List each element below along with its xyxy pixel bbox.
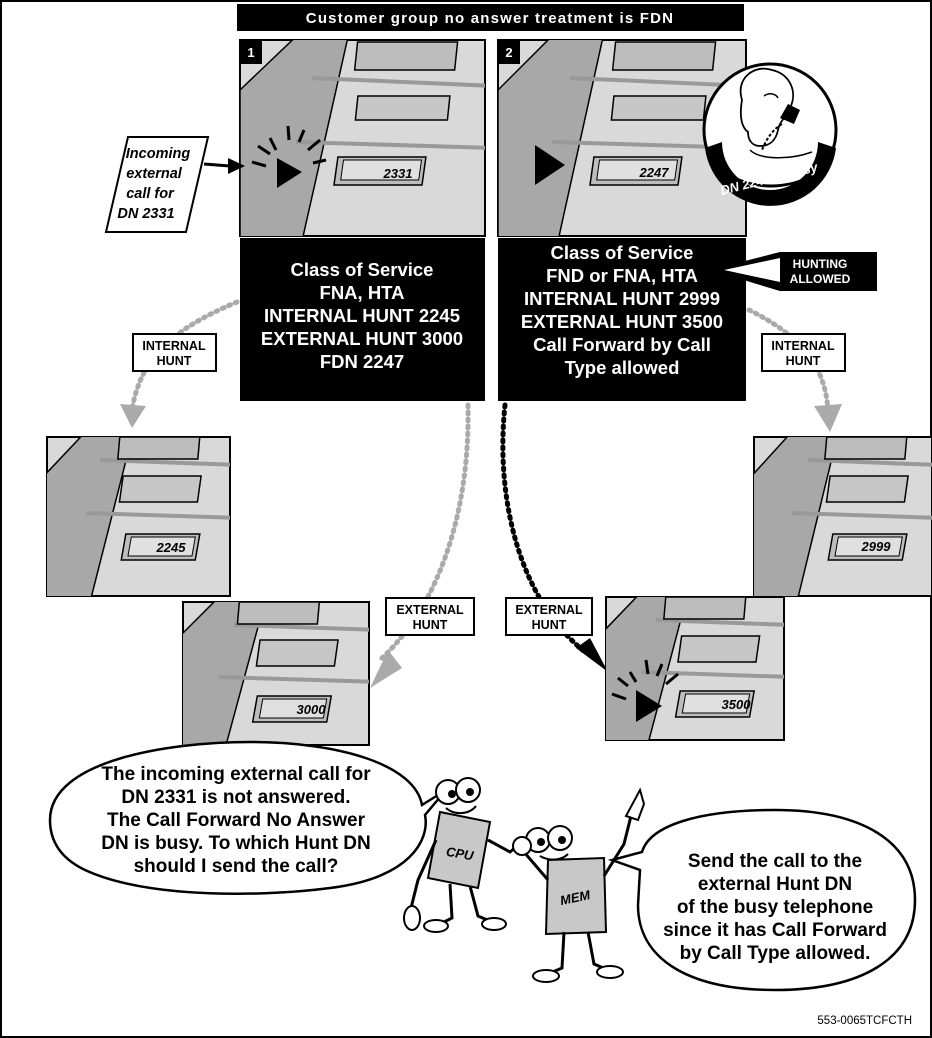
svg-text:DN 2331: DN 2331	[117, 206, 174, 222]
svg-text:by Call Type allowed.: by Call Type allowed.	[680, 943, 871, 964]
panel-1-dn: 2331	[383, 166, 413, 181]
phone-2999: 2999	[748, 425, 932, 610]
svg-text:Call Forward by Call: Call Forward by Call	[533, 334, 711, 355]
svg-text:FDN 2247: FDN 2247	[320, 351, 404, 372]
svg-text:ALLOWED: ALLOWED	[790, 272, 851, 286]
phone-panel-1: 1 2331	[240, 28, 495, 250]
phone-2245-dn: 2245	[156, 540, 187, 555]
svg-text:DN is busy. To which Hunt DN: DN is busy. To which Hunt DN	[101, 833, 371, 854]
phone-2999-dn: 2999	[861, 539, 892, 554]
busy-person-icon: DN 2247 is busy	[704, 64, 836, 206]
svg-text:since it has Call Forward: since it has Call Forward	[663, 920, 887, 941]
cos-box-right: Class of Service FND or FNA, HTA INTERNA…	[498, 238, 746, 401]
svg-text:INTERNAL HUNT 2999: INTERNAL HUNT 2999	[524, 288, 720, 309]
svg-text:Send the call to the: Send the call to the	[688, 851, 862, 872]
svg-text:HUNT: HUNT	[413, 618, 448, 632]
svg-text:Class of Service: Class of Service	[291, 259, 434, 280]
reference-code: 553-0065TCFCTH	[817, 1015, 912, 1027]
svg-text:The Call Forward No Answer: The Call Forward No Answer	[107, 810, 366, 831]
svg-text:HUNT: HUNT	[786, 354, 821, 368]
svg-text:Incoming: Incoming	[126, 146, 191, 162]
svg-text:HUNTING: HUNTING	[793, 257, 848, 271]
phone-2245: 2245	[40, 425, 240, 610]
svg-text:INTERNAL: INTERNAL	[142, 339, 206, 353]
panel-2-dn: 2247	[639, 165, 670, 180]
tag-internal-hunt-right: INTERNAL HUNT	[762, 334, 845, 371]
svg-text:of the busy telephone: of the busy telephone	[677, 897, 873, 918]
svg-text:EXTERNAL HUNT 3000: EXTERNAL HUNT 3000	[261, 328, 463, 349]
phone-3000-dn: 3000	[297, 702, 327, 717]
svg-text:external: external	[126, 166, 183, 182]
panel-2-number: 2	[505, 45, 512, 60]
svg-text:EXTERNAL HUNT 3500: EXTERNAL HUNT 3500	[521, 311, 723, 332]
tag-external-hunt-right: EXTERNAL HUNT	[506, 598, 592, 635]
phone-3500: 3500	[600, 585, 790, 755]
svg-text:Class of Service: Class of Service	[551, 242, 694, 263]
svg-text:EXTERNAL: EXTERNAL	[515, 603, 583, 617]
svg-text:external Hunt DN: external Hunt DN	[698, 874, 852, 895]
svg-text:call for: call for	[126, 186, 175, 202]
svg-text:HUNT: HUNT	[532, 618, 567, 632]
svg-text:DN 2331 is not answered.: DN 2331 is not answered.	[121, 787, 350, 808]
svg-text:The incoming external call for: The incoming external call for	[101, 764, 371, 785]
diagram-title: Customer group no answer treatment is FD…	[306, 10, 674, 27]
svg-text:HUNT: HUNT	[157, 354, 192, 368]
svg-text:Type allowed: Type allowed	[565, 357, 680, 378]
svg-text:INTERNAL: INTERNAL	[771, 339, 835, 353]
panel-1-number: 1	[247, 45, 254, 60]
tag-internal-hunt-left: INTERNAL HUNT	[133, 334, 216, 371]
cos-box-left: Class of Service FNA, HTA INTERNAL HUNT …	[240, 238, 485, 401]
svg-text:FNA, HTA: FNA, HTA	[320, 282, 405, 303]
phone-3000: 3000	[176, 590, 380, 760]
tag-external-hunt-left: EXTERNAL HUNT	[386, 598, 474, 635]
svg-text:EXTERNAL: EXTERNAL	[396, 603, 464, 617]
svg-text:INTERNAL HUNT 2245: INTERNAL HUNT 2245	[264, 305, 460, 326]
svg-text:should I send the call?: should I send the call?	[134, 856, 339, 877]
svg-text:FND or FNA, HTA: FND or FNA, HTA	[546, 265, 698, 286]
phone-3500-dn: 3500	[722, 697, 752, 712]
